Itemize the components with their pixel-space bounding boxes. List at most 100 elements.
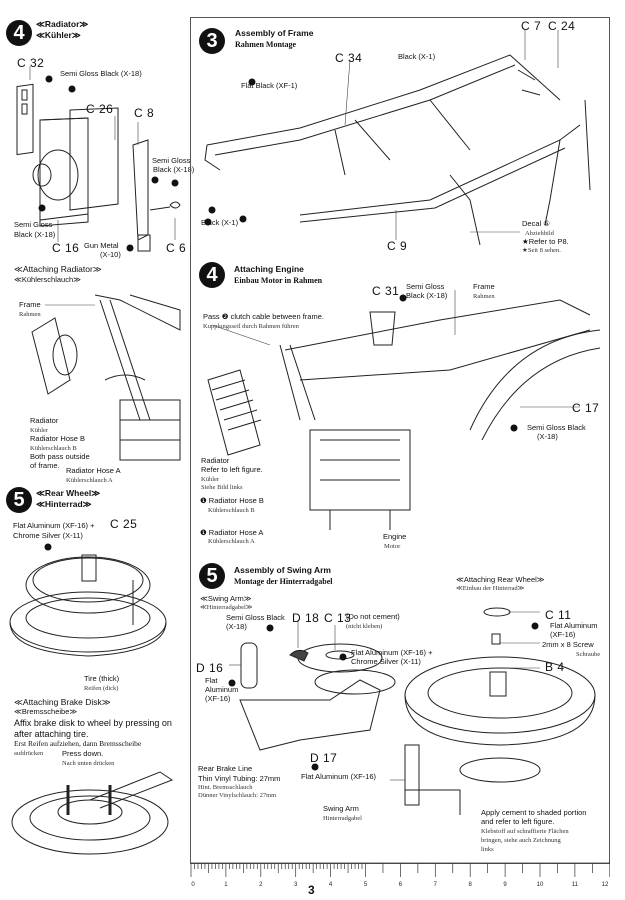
ruler-tick-label: 0	[191, 882, 195, 888]
outside-frame-note: Both pass outside	[30, 452, 90, 461]
tire-label: Tire (thick)	[84, 674, 120, 683]
attaching-rear-wheel-title: ≪Attaching Rear Wheel≫	[456, 575, 545, 584]
part-label-c16: C 16	[52, 241, 80, 255]
refer-page-note: ★Refer to P8.	[522, 237, 569, 246]
ruler-tick-label: 6	[399, 882, 403, 888]
paint-c31-semi-gloss-2: Black (X-18)	[406, 291, 448, 300]
ruler-tick-label: 12	[602, 882, 609, 888]
step-number-5-swing-arm: 5	[199, 563, 225, 589]
brake-disk-drawing	[11, 771, 174, 855]
attaching-radiator-drawing	[31, 294, 181, 461]
paint-black-left: Black (X-1)	[201, 218, 239, 227]
instruction-panel	[190, 17, 610, 864]
part-label-c9: C 9	[387, 239, 408, 253]
part-label-c7: C 7	[521, 19, 542, 33]
paint-flat-aluminum: Flat Aluminum (XF-16) +	[13, 521, 95, 530]
engine-label: Engine	[383, 532, 407, 541]
brake-line-tubing: Thin Vinyl Tubing: 27mm	[198, 774, 281, 783]
engine-radiator-refer: Refer to left figure.	[201, 465, 263, 474]
ruler-tick-label: 3	[294, 882, 298, 888]
swing-arm-drawing	[239, 642, 396, 751]
frame-label: Frame	[19, 300, 41, 309]
attaching-radiator-title-de: ≪Kühlerschlauch≫	[14, 275, 81, 284]
paint-c17-semi-gloss-2: (X-18)	[537, 432, 558, 441]
step-number-4-engine: 4	[199, 262, 225, 288]
paint-d18-semi-gloss-2: (X-18)	[226, 622, 247, 631]
ruler-tick-label: 5	[364, 882, 368, 888]
engine-title: Attaching Engine	[234, 264, 304, 274]
brake-line-label-de: Hint. Bremsschlauch	[198, 784, 253, 791]
paint-semi-gloss-left-1: Semi Gloss	[14, 220, 53, 229]
paint-semi-gloss-black: Semi Gloss Black (X-18)	[60, 69, 142, 78]
brake-disk-instruction: Affix brake disk to wheel by pressing on	[14, 718, 172, 728]
frame-label-de: Rahmen	[19, 311, 41, 318]
c13-do-not-cement: (Do not cement)	[346, 612, 400, 621]
brake-disk-title-de: ≪Bremsscheibe≫	[14, 707, 78, 716]
radiator-title: ≪Radiator≫	[36, 19, 89, 29]
ruler-tick-label: 1	[224, 882, 228, 888]
paint-chrome-silver: Chrome Silver (X-11)	[13, 531, 83, 540]
decal-label: Decal ⑤	[522, 219, 550, 228]
engine-hose-b-label: ❶ Radiator Hose B	[200, 496, 264, 505]
tire-label-de: Reifen (dick)	[84, 685, 119, 692]
rear-wheel-attach-drawing	[404, 607, 596, 815]
radiator-label: Radiator	[30, 416, 59, 425]
ruler-tick-label: 11	[572, 882, 579, 888]
ruler-tick-label: 2	[259, 882, 263, 888]
ruler-tick-label: 4	[329, 882, 333, 888]
swing-arm-label-de: Hinterradgabel	[323, 815, 362, 822]
step-number-5-rear-wheel: 5	[6, 487, 32, 513]
swing-arm-label: Swing Arm	[323, 804, 359, 813]
outside-frame-note-2: of frame.	[30, 461, 60, 470]
paint-d17-flat-aluminum: Flat Aluminum (XF-16)	[301, 772, 377, 781]
part-label-c34: C 34	[335, 51, 363, 65]
brake-line-label: Rear Brake Line	[198, 764, 253, 773]
paint-gun-metal-code: (X-10)	[100, 250, 121, 259]
brake-line-tubing-de: Dünner Vinylschlauch: 27mm	[198, 792, 277, 799]
part-label-c8: C 8	[134, 106, 155, 120]
engine-hose-b-label-de: Kühlerschlauch B	[208, 507, 255, 514]
part-label-c17: C 17	[572, 401, 600, 415]
ruler-tick-label: 10	[537, 882, 544, 888]
radiator-title-de: ≪Kühler≫	[36, 30, 81, 40]
engine-hose-a-label: ❶ Radiator Hose A	[200, 528, 264, 537]
paint-d18-semi-gloss: Semi Gloss Black	[226, 613, 285, 622]
engine-label-de: Motor	[384, 543, 401, 550]
part-label-c31: C 31	[372, 284, 400, 298]
frame-assembly-title-de: Rahmen Montage	[235, 40, 297, 49]
part-label-b4: B 4	[545, 660, 565, 674]
attaching-rear-wheel-title-de: ≪Einbau der Hinterrad≫	[456, 585, 525, 592]
c13-do-not-cement-de: (nicht kleben)	[346, 623, 383, 630]
paint-d16-code: (XF-16)	[205, 694, 231, 703]
part-label-d17: D 17	[310, 751, 338, 765]
press-down-label-de: Nach unten drücken	[62, 760, 115, 767]
step-number-3-frame: 3	[199, 28, 225, 54]
radiator-hose-a-label-de: Kühlerschlauch A	[66, 477, 113, 484]
apply-cement-note-de: Klebstoff auf schraffierte Flächen	[481, 828, 569, 835]
radiator-exploded-drawing	[16, 83, 181, 252]
paint-d16-aluminum: Aluminum	[205, 685, 239, 694]
part-label-c11: C 11	[545, 608, 572, 622]
screw-label: 2mm x 8 Screw	[542, 640, 594, 649]
frame-drawing	[204, 54, 591, 246]
step-number-4-radiator: 4	[6, 20, 32, 46]
paint-c11-code: (XF-16)	[550, 630, 576, 639]
part-label-c13: C 13	[324, 611, 352, 625]
part-label-c32: C 32	[17, 56, 45, 70]
swing-arm-subtitle: ≪Swing Arm≫	[200, 594, 252, 603]
part-label-c6: C 6	[166, 241, 187, 255]
paint-black-top: Black (X-1)	[398, 52, 436, 61]
part-label-d18: D 18	[292, 611, 320, 625]
engine-hose-a-label-de: Kühlerschlauch A	[208, 538, 255, 545]
brake-disk-instruction-de-2: aufdrücken	[14, 750, 44, 757]
ruler-tick-label: 8	[469, 882, 473, 888]
part-label-c26: C 26	[86, 102, 114, 116]
engine-title-de: Einbau Motor in Rahmen	[234, 276, 323, 285]
radiator-hose-b-label: Radiator Hose B	[30, 434, 86, 443]
brake-disk-instruction-de: Erst Reifen aufziehen, dann Bremsscheibe	[14, 739, 142, 748]
rear-wheel-drawing	[9, 554, 167, 657]
paint-semi-gloss-right-1: Semi Gloss	[152, 156, 191, 165]
apply-cement-note-de-2: bringen, siehe auch Zeichnung	[481, 837, 561, 844]
swing-arm-subtitle-de: ≪Hinterradgabel≫	[200, 604, 253, 611]
